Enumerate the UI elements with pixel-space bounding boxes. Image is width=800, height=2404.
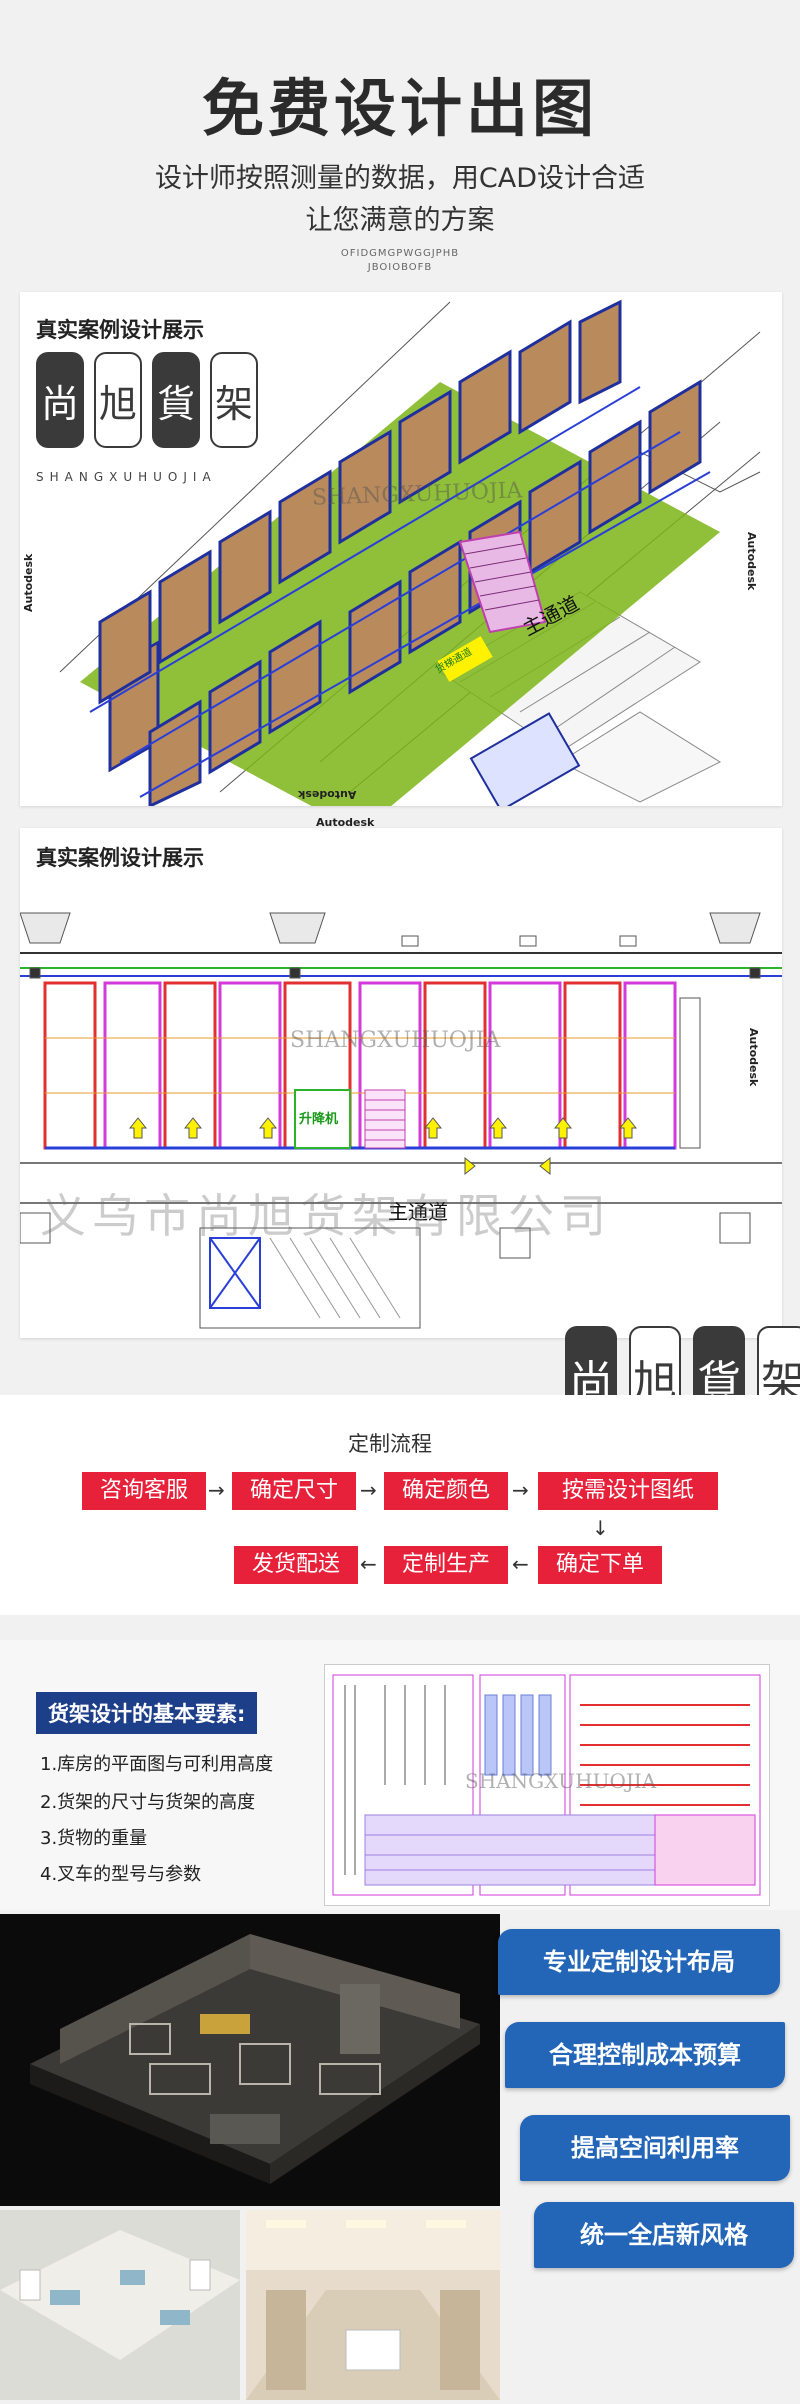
requirement-2: 2.货架的尺寸与货架的高度 [40,1792,256,1813]
requirements-title: 货架设计的基本要素: [36,1692,258,1734]
autodesk-right-2: Autodesk [747,1028,760,1087]
requirement-3: 3.货物的重量 [40,1828,148,1849]
autodesk-bottom-1: Autodesk [298,788,357,801]
brand-logo-char-1: 尚 [565,1326,617,1430]
lift-label: 升降机 [299,1112,339,1127]
arrow-2: → [360,1478,377,1502]
store-render-dark [0,1914,500,2206]
logo-char-4: 架 [210,352,258,448]
warehouse-plan-drawing [332,1674,761,1896]
arrow-5: ← [512,1552,529,1576]
logo-char-1: 尚 [36,352,84,448]
company-watermark: 义乌市尚旭货架有限公司 [40,1189,612,1243]
isometric-shelf-drawing [59,299,761,806]
case-panel-isometric: 真实案例设计展示 尚 旭 貨 架 SHANGXUHUOJIA SHANGXUHU… [20,292,782,806]
warehouse-plan-image: SHANGXUHUOJIA [324,1664,770,1906]
store-render-drawing [30,1934,480,2184]
case1-logo: 尚 旭 貨 架 SHANGXUHUOJIA [36,352,258,484]
subtitle-line-1: 设计师按照测量的数据，用CAD设计合适 [154,163,646,194]
step-size: 确定尺寸 [232,1472,356,1510]
store-render-boutique-drawing [246,2210,500,2400]
watermark-3: SHANGXUHUOJIA [465,1769,657,1793]
arrow-4: ← [360,1552,377,1576]
case-label-1: 真实案例设计展示 [36,318,204,342]
feature-space-usage: 提高空间利用率 [520,2115,790,2181]
step-ship: 发货配送 [234,1546,358,1584]
small-code-line-1: OFIDGMGPWGGJPHB [340,248,460,259]
page-title: 免费设计出图 [201,72,598,145]
step-color: 确定颜色 [384,1472,508,1510]
store-render-boutique [246,2210,500,2400]
subtitle-line-2: 让您满意的方案 [305,205,495,236]
arrow-1: → [208,1478,225,1502]
logo-char-3: 貨 [152,352,200,448]
case-label-2: 真实案例设计展示 [36,846,204,870]
watermark-2: SHANGXUHUOJIA [290,1028,501,1053]
road-label-2: 主通道 [388,1200,448,1224]
case-panel-plan: Autodesk 真实案例设计展示 Autodesk SHANGXUHUOJIA… [20,816,782,1338]
requirement-1: 1.库房的平面图与可利用高度 [40,1754,274,1775]
step-produce: 定制生产 [384,1546,508,1584]
logo-subtitle: SHANGXUHUOJIA [36,470,217,484]
plan-shelf-drawing [20,912,782,1329]
autodesk-top-2: Autodesk [316,816,375,829]
feature-design-layout: 专业定制设计布局 [498,1929,780,1995]
arrow-down: ↓ [592,1516,609,1540]
store-render-white [0,2210,240,2400]
feature-new-style: 统一全店新风格 [534,2202,794,2268]
arrow-3: → [512,1478,529,1502]
small-code-line-2: JBOIOBOFB [367,262,433,273]
step-consult: 咨询客服 [82,1472,206,1510]
autodesk-right-1: Autodesk [745,532,758,591]
requirement-4: 4.叉车的型号与参数 [40,1864,202,1885]
process-title: 定制流程 [348,1432,432,1456]
logo-char-2: 旭 [94,352,142,448]
feature-cost-control: 合理控制成本预算 [505,2022,785,2088]
step-order: 确定下单 [538,1546,662,1584]
autodesk-left-1: Autodesk [22,553,35,612]
step-design: 按需设计图纸 [538,1472,718,1510]
store-render-white-drawing [0,2230,240,2360]
